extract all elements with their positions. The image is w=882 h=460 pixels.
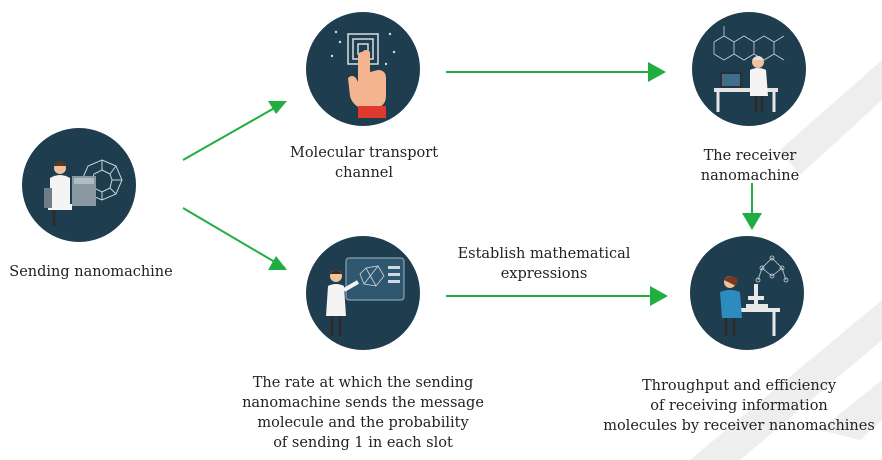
- arrowhead-throughput-down: [742, 213, 762, 230]
- scientist-with-fullerene-icon: [44, 159, 123, 226]
- rate-probability-node: [306, 236, 420, 350]
- arrowhead-transport: [268, 101, 287, 114]
- rate-probability-label: The rate at which the sending nanomachin…: [242, 375, 484, 451]
- arrow-sending-to-rate: [182, 207, 286, 269]
- establish-expressions-label: Establish mathematical expressions: [457, 246, 631, 282]
- hand-pressing-touchscreen-icon: [330, 30, 396, 118]
- arrowhead-rate: [268, 256, 287, 270]
- molecular-transport-channel-node: [306, 12, 420, 126]
- receiver-nanomachine-node: [692, 12, 806, 126]
- arrowhead-throughput-right: [650, 286, 668, 306]
- scientist-at-computer-icon: [713, 26, 785, 112]
- receiver-nanomachine-label: The receiver nanomachine: [700, 148, 800, 184]
- arrowhead-receiver: [648, 62, 666, 82]
- throughput-efficiency-label: Throughput and efficiency of receiving i…: [603, 378, 875, 434]
- molecular-transport-channel-label: Molecular transport channel: [289, 145, 439, 181]
- throughput-efficiency-node: [690, 236, 804, 350]
- sending-nanomachine-label: Sending nanomachine: [9, 264, 173, 280]
- arrow-sending-to-transport: [182, 101, 286, 161]
- sending-nanomachine-node: [22, 128, 136, 242]
- scientist-with-microscope-icon: [720, 255, 789, 336]
- presenter-at-board-icon: [326, 257, 405, 336]
